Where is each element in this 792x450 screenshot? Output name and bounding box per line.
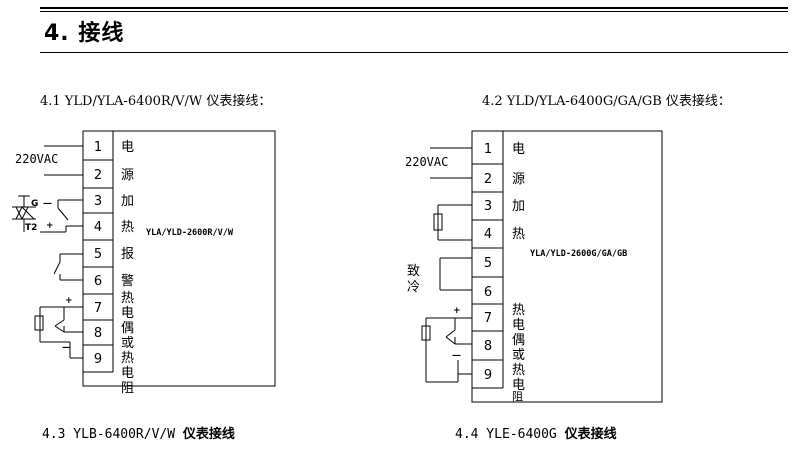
right-terminal-6: 6 <box>484 285 492 300</box>
right-instrument-box <box>471 130 663 403</box>
left-label-7: 电 <box>121 306 134 321</box>
left-terminal-3: 3 <box>94 194 102 209</box>
right-label-top-1: 源 <box>512 172 525 187</box>
left-terminal-4: 4 <box>94 220 102 235</box>
caption-4-3-text: 仪表接线 <box>182 427 235 442</box>
left-terminal-7: 7 <box>94 301 102 316</box>
left-terminal-5: 5 <box>94 247 102 262</box>
right-terminal-3: 3 <box>484 199 492 214</box>
right-terminal-2: 2 <box>484 172 492 187</box>
right-label-bottom-4: 热 <box>512 363 525 378</box>
caption-4-2: 4.2 YLD/YLA-6400G/GA/GB 仪表接线： <box>482 94 731 109</box>
caption-4-4-text: 仪表接线 <box>564 427 617 442</box>
right-label-bottom-6: 阻 <box>512 390 523 403</box>
right-terminal-1: 1 <box>484 142 492 157</box>
section-title: 4. 接线 <box>44 21 125 46</box>
right-label-top-3: 热 <box>512 227 525 242</box>
title-underline <box>40 52 788 53</box>
left-ssr-plus-label: + <box>46 221 54 231</box>
left-ssr-symbol <box>12 195 36 232</box>
right-model-label: YLA/YLD-2600G/GA/GB <box>530 249 627 259</box>
header-rule-thin <box>40 11 788 12</box>
caption-4-1: 4.1 YLD/YLA-6400R/V/W 仪表接线： <box>40 94 272 109</box>
header-rule-thick <box>40 7 788 9</box>
left-label-10: 热 <box>121 351 134 366</box>
right-terminal-4: 4 <box>484 227 492 242</box>
left-ssr-g-label: G <box>31 199 38 209</box>
right-label-top-0: 电 <box>512 142 525 157</box>
right-terminal-8: 8 <box>484 339 492 354</box>
right-cooling-label-2: 冷 <box>407 280 420 295</box>
left-label-0: 电 <box>121 140 134 155</box>
right-label-bottom-1: 电 <box>512 318 525 333</box>
caption-4-3: 4.3 YLB-6400R/V/W 仪表接线 <box>42 423 235 442</box>
left-label-3: 热 <box>121 220 134 235</box>
right-tc-plus-label: + <box>453 306 461 316</box>
right-voltage-label: 220VAC <box>405 155 448 169</box>
right-label-bottom-3: 或 <box>512 348 525 363</box>
right-terminal-labels: 电 源 加 热 热 电 偶 或 热 电 阻 <box>512 142 525 403</box>
left-voltage-label: 220VAC <box>15 152 58 166</box>
left-label-9: 或 <box>121 336 134 351</box>
right-label-bottom-2: 偶 <box>512 333 525 348</box>
left-terminal-9: 9 <box>94 352 102 367</box>
right-terminal-5: 5 <box>484 256 492 271</box>
caption-4-3-model: 4.3 YLB-6400R/V/W <box>42 427 176 442</box>
right-tc-minus-label: — <box>452 351 461 361</box>
left-terminal-numbers: 1 2 3 4 5 6 7 8 9 <box>94 140 102 367</box>
left-model-label: YLA/YLD-2600R/V/W <box>146 228 234 238</box>
left-terminal-8: 8 <box>94 326 102 341</box>
right-terminal-numbers: 1 2 3 4 5 6 7 8 9 <box>484 142 492 383</box>
left-instrument-box <box>82 130 276 387</box>
left-label-12: 阻 <box>121 381 134 396</box>
left-label-1: 源 <box>121 168 134 183</box>
right-label-top-2: 加 <box>512 199 525 214</box>
left-tc-minus-label: — <box>62 343 71 353</box>
left-tc-plus-label: + <box>65 296 73 306</box>
left-terminal-1: 1 <box>94 140 102 155</box>
left-label-6: 热 <box>121 291 134 306</box>
left-ssr-t2-label: T2 <box>25 223 37 233</box>
caption-4-4: 4.4 YLE-6400G 仪表接线 <box>455 423 617 442</box>
right-label-bottom-5: 电 <box>512 378 525 393</box>
left-label-8: 偶 <box>121 321 134 336</box>
right-terminal-7: 7 <box>484 311 492 326</box>
left-label-11: 电 <box>121 366 134 381</box>
left-ssr-minus-label: — <box>43 199 52 209</box>
caption-4-4-model: 4.4 YLE-6400G <box>455 427 557 442</box>
left-terminal-6: 6 <box>94 274 102 289</box>
right-label-bottom-0: 热 <box>512 303 525 318</box>
left-terminal-2: 2 <box>94 168 102 183</box>
left-label-2: 加 <box>121 194 134 209</box>
left-terminal-labels: 电 源 加 热 报 警 热 电 偶 或 热 电 阻 <box>121 140 134 396</box>
left-label-4: 报 <box>121 247 134 262</box>
right-terminal-9: 9 <box>484 368 492 383</box>
left-label-5: 警 <box>121 273 134 289</box>
right-cooling-label-1: 致 <box>407 264 420 279</box>
